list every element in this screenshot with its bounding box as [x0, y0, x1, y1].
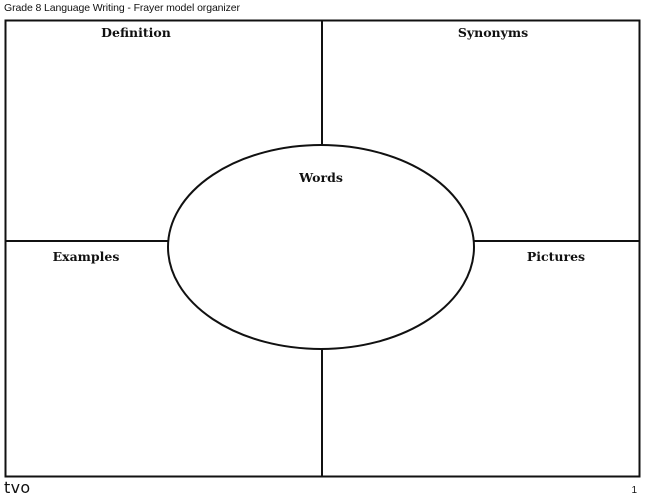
center-word-ellipse: [167, 144, 475, 350]
tvo-logo: tvo: [4, 478, 31, 497]
pictures-heading: Pictures: [526, 249, 586, 264]
words-heading: Words: [299, 170, 343, 185]
definition-heading: Definition: [101, 25, 171, 40]
examples-heading: Examples: [52, 249, 120, 264]
synonyms-heading: Synonyms: [457, 25, 529, 40]
page-title: Grade 8 Language Writing - Frayer model …: [4, 2, 240, 14]
page-number: 1: [631, 485, 637, 496]
